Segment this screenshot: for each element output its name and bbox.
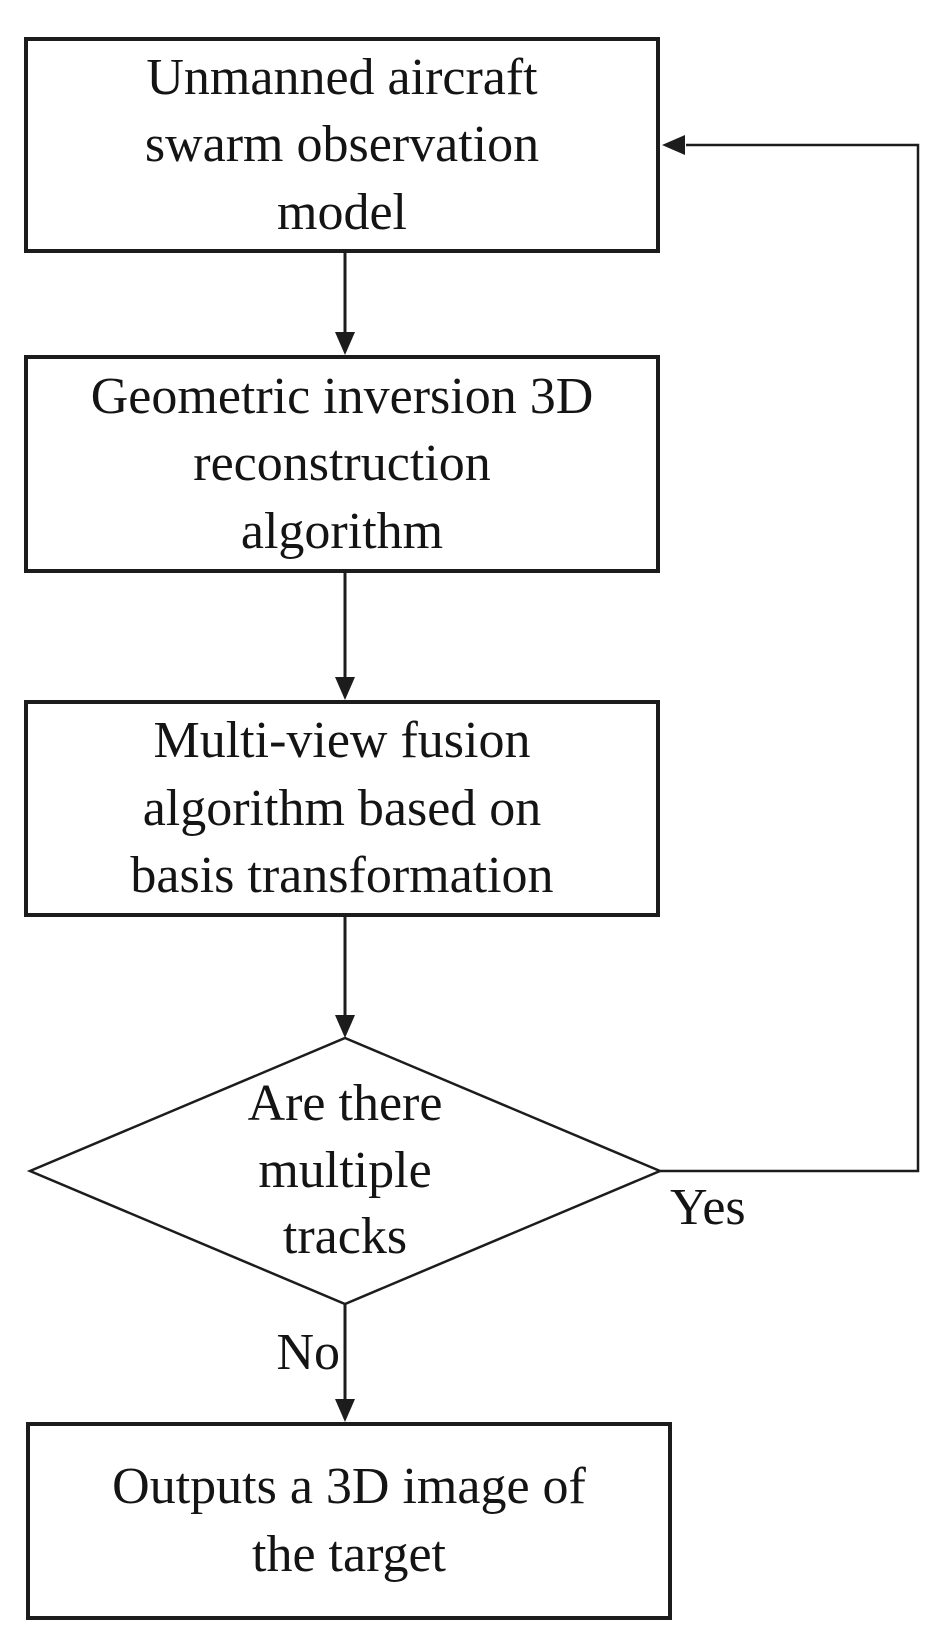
- arrowhead-down-icon: [335, 1015, 355, 1038]
- edge-label-yes: Yes: [670, 1179, 746, 1236]
- node-label-line: tracks: [282, 1208, 408, 1266]
- node-label-line: swarm observation: [144, 116, 540, 174]
- node-output-image: Outputs a 3D image of the target: [26, 1422, 672, 1620]
- node-label-line: Outputs a 3D image of: [112, 1458, 586, 1516]
- arrowhead-down-icon: [335, 1399, 355, 1422]
- node-geometric-inversion: Geometric inversion 3D reconstruction al…: [24, 355, 660, 573]
- node-label-line: Multi-view fusion: [153, 712, 531, 770]
- node-label-line: Geometric inversion 3D: [90, 367, 594, 425]
- node-label-line: the target: [252, 1526, 446, 1583]
- arrowhead-down-icon: [335, 677, 355, 700]
- node-label-line: algorithm based on: [142, 779, 542, 837]
- node-multiview-fusion: Multi-view fusion algorithm based on bas…: [24, 700, 660, 917]
- edge-label-no: No: [276, 1324, 340, 1381]
- node-label-line: model: [277, 183, 407, 241]
- node-label-line: multiple: [258, 1141, 432, 1199]
- arrowhead-left-icon: [662, 135, 685, 155]
- node-label-line: basis transformation: [130, 847, 554, 905]
- node-label-line: Unmanned aircraft: [146, 48, 538, 106]
- node-label-line: algorithm: [240, 502, 444, 560]
- node-multiple-tracks-decision: Are there multiple tracks: [170, 1046, 520, 1296]
- node-label-line: reconstruction: [193, 435, 491, 493]
- arrowhead-down-icon: [335, 332, 355, 355]
- edge-yes-loop: [660, 143, 920, 1173]
- node-label-line: Are there: [247, 1075, 443, 1133]
- node-observation-model: Unmanned aircraft swarm observation mode…: [24, 37, 660, 253]
